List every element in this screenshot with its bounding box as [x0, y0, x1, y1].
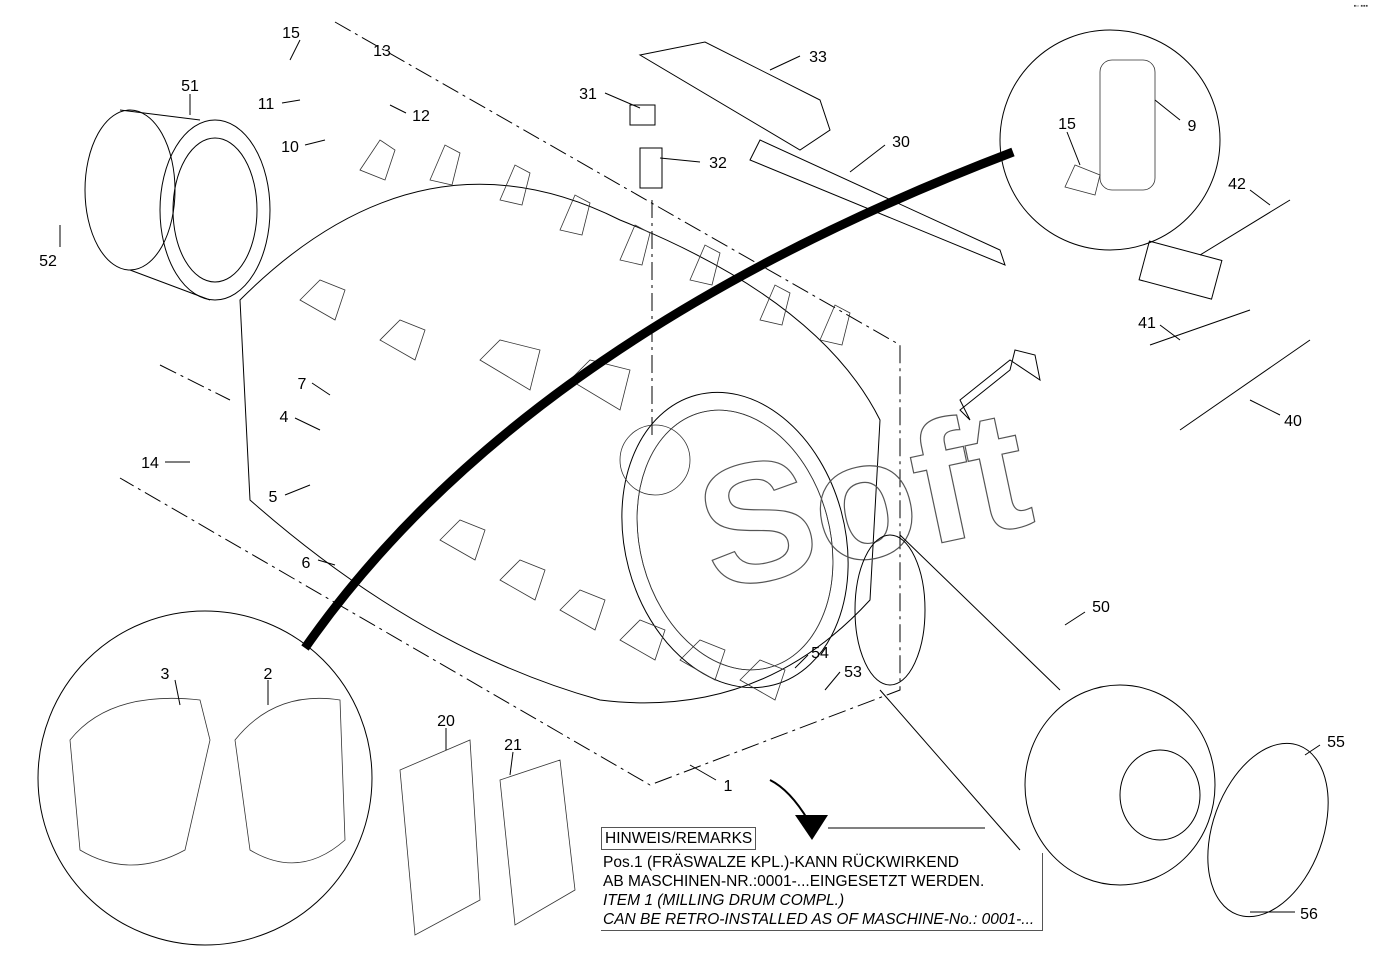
label-21: 21 [504, 737, 522, 754]
remarks-box: HINWEIS/REMARKS Pos.1 (FRÄSWALZE KPL.)-K… [601, 827, 1044, 931]
leader-lines [59, 39, 1321, 913]
drive-unit-50 [854, 534, 1329, 918]
position-labels: 15 13 11 12 10 51 52 31 33 32 30 15 9 42… [39, 25, 1345, 923]
arrow-down-icon [795, 815, 828, 840]
remarks-line-de-1: Pos.1 (FRÄSWALZE KPL.)-KANN RÜCKWIRKEND [603, 854, 959, 871]
end-ring-51 [84, 109, 271, 301]
label-2: 2 [264, 666, 273, 683]
label-31: 31 [579, 86, 597, 103]
label-14: 14 [141, 455, 159, 472]
label-40: 40 [1284, 413, 1302, 430]
label-30: 30 [892, 134, 910, 151]
label-32: 32 [709, 155, 727, 172]
label-15: 15 [282, 25, 300, 42]
label-9: 9 [1188, 118, 1197, 135]
holder-parts [69, 59, 1156, 866]
label-41: 41 [1138, 315, 1156, 332]
label-42: 42 [1228, 176, 1246, 193]
label-6: 6 [302, 555, 311, 572]
tools [629, 41, 1311, 431]
label-50: 50 [1092, 599, 1110, 616]
remarks-line-en-2: CAN BE RETRO-INSTALLED AS OF MASCHINE-No… [603, 911, 1035, 928]
label-52: 52 [39, 253, 57, 270]
label-20: 20 [437, 713, 455, 730]
corner-mark: ▪▫ ▪▪▪ [1353, 3, 1368, 10]
assembly-boundary [119, 21, 901, 786]
label-13: 13 [373, 43, 391, 60]
label-3: 3 [161, 666, 170, 683]
label-55: 55 [1327, 734, 1345, 751]
milling-drum [239, 139, 881, 704]
label-7: 7 [298, 376, 307, 393]
label-15-detail: 15 [1058, 116, 1076, 133]
remarks-heading: HINWEIS/REMARKS [601, 827, 757, 850]
detail-circle-tooth-holder [999, 29, 1221, 251]
parts-bags [399, 739, 576, 936]
label-5: 5 [269, 489, 278, 506]
label-53: 53 [844, 664, 862, 681]
label-11: 11 [258, 96, 275, 113]
remarks-line-de-2: AB MASCHINEN-NR.:0001-...EINGESETZT WERD… [603, 873, 985, 890]
label-10: 10 [281, 139, 299, 156]
remarks-line-en-1: ITEM 1 (MILLING DRUM COMPL.) [603, 892, 845, 909]
label-56: 56 [1300, 906, 1318, 923]
label-4: 4 [280, 409, 289, 426]
callout-arc-lower [301, 147, 1015, 651]
label-1: 1 [724, 778, 733, 795]
label-12: 12 [412, 108, 430, 125]
label-54: 54 [811, 645, 829, 662]
detail-circle-holders [37, 610, 373, 946]
label-51: 51 [181, 78, 199, 95]
svg-text:Soft: Soft [682, 373, 1045, 628]
label-33: 33 [809, 49, 827, 66]
